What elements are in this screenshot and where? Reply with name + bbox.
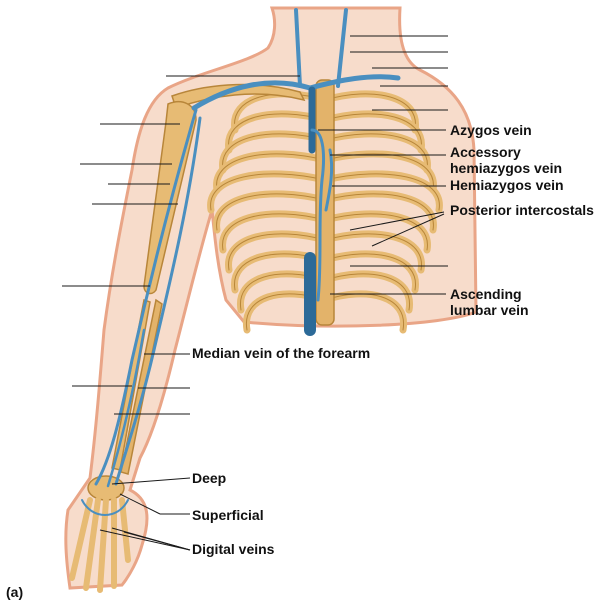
rib-edge-l-8 <box>228 233 326 271</box>
label-hemiazygos-vein: Hemiazygos vein <box>450 177 564 193</box>
label-deep: Deep <box>192 470 227 486</box>
label-ascending-lumbar-vein: Ascending lumbar vein <box>450 286 529 318</box>
median-forearm-vein <box>106 328 146 488</box>
label-median-vein-forearm: Median vein of the forearm <box>192 345 371 361</box>
leader-line-26 <box>99 529 191 551</box>
rib-edge-r-11 <box>324 293 405 331</box>
label-superficial: Superficial <box>192 507 264 523</box>
leader-line-24 <box>119 493 161 515</box>
humerus-bone <box>143 100 197 295</box>
rib-edge-r-1 <box>324 93 416 131</box>
rib-edge-l-4 <box>216 153 326 191</box>
palmar-arch <box>81 499 129 516</box>
rib-edge-r-7 <box>324 213 428 251</box>
jugular-vein-left <box>294 8 302 88</box>
leader-line-10 <box>371 213 445 247</box>
vein-network <box>81 8 401 516</box>
basilic-vein <box>114 116 202 486</box>
jugular-vein-right <box>336 8 348 88</box>
cephalic-vein <box>94 108 198 486</box>
azygos-vein <box>310 128 326 302</box>
finger-bone-5 <box>119 497 131 563</box>
label-ascending-lumbar-line2: lumbar vein <box>450 302 529 318</box>
label-ascending-lumbar-line1: Ascending <box>450 286 522 302</box>
label-azygos-vein: Azygos vein <box>450 122 532 138</box>
leader-line-23 <box>111 477 191 485</box>
rib-edge-r-2 <box>324 113 422 151</box>
label-digital-veins: Digital veins <box>192 541 275 557</box>
leader-line-9 <box>349 211 445 231</box>
leader-lines <box>62 35 448 551</box>
rib-edge-l-5 <box>210 173 326 211</box>
rib-edge-l-2 <box>228 113 326 151</box>
label-posterior-intercostals: Posterior intercostals <box>450 202 594 218</box>
finger-bone-2 <box>83 497 101 591</box>
rib-edge-r-5 <box>324 173 440 211</box>
label-accessory-hemiazygos-vein: Accessory hemiazygos vein <box>450 144 562 176</box>
rib-edge-l-7 <box>222 213 326 251</box>
label-accessory-hemiazygos-line2: hemiazygos vein <box>450 160 563 176</box>
rib-edge-r-8 <box>324 233 422 271</box>
rib-edge-l-3 <box>222 133 326 171</box>
leader-line-28 <box>123 531 191 551</box>
rib-cage <box>207 90 443 334</box>
label-accessory-hemiazygos-line1: Accessory <box>450 144 521 160</box>
finger-bone-1 <box>69 497 93 581</box>
rib-edge-r-10 <box>324 273 410 311</box>
rib-edge-r-4 <box>324 153 434 191</box>
panel-letter: (a) <box>6 584 24 600</box>
rib-edge-r-3 <box>324 133 428 171</box>
rib-edge-r-9 <box>324 253 416 291</box>
rib-edge-l-6 <box>216 193 326 231</box>
